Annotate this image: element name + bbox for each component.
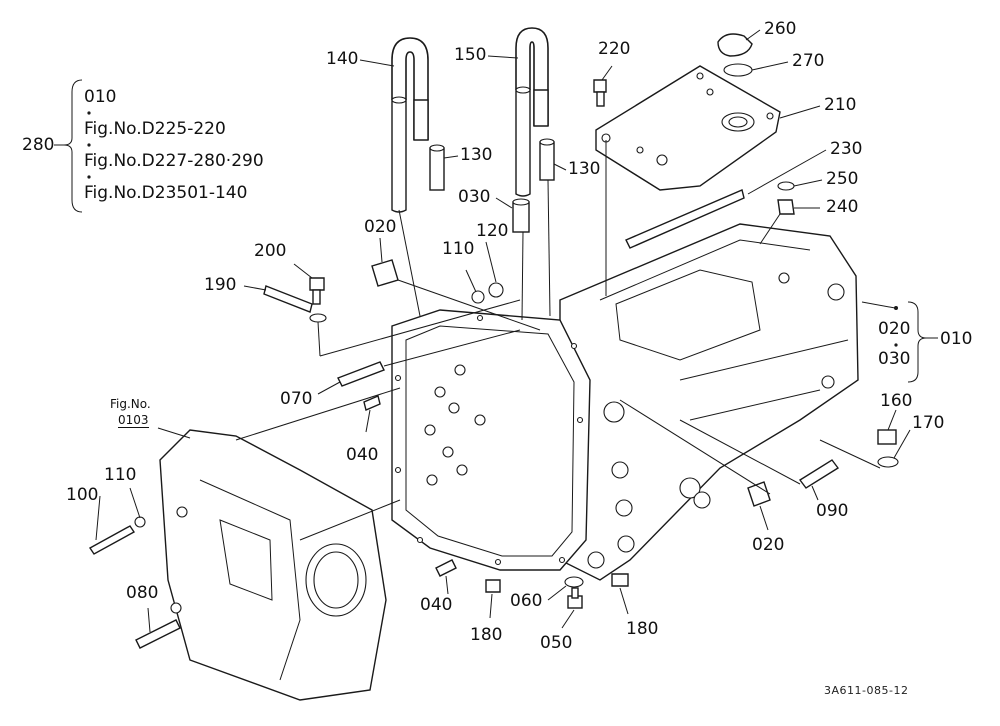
transmission-case [559,223,859,581]
callout-020-right: 020 [752,535,785,555]
bolt-080 [135,619,181,649]
callout-080: 080 [126,583,159,603]
hose-140 [391,37,429,213]
callout-230: 230 [830,139,863,159]
callout-090: 090 [816,501,849,521]
bolt-220 [593,79,607,107]
callout-070: 070 [280,389,313,409]
right-ref-020: 020 [878,319,911,339]
bolt-090 [798,459,840,489]
callout-130-left: 130 [460,145,493,165]
stud-070 [337,361,385,387]
plug-050 [567,587,583,609]
bolt-200 [309,277,325,305]
callout-190: 190 [204,275,237,295]
pipe-130-right [539,138,555,181]
plug-180-left [485,579,501,593]
callout-160: 160 [880,391,913,411]
collar-030 [512,198,530,233]
callout-140: 140 [326,49,359,69]
nut-120 [488,282,504,298]
reference-bracket [54,79,91,213]
plug-160 [877,429,897,445]
filler-cap-260 [717,33,753,57]
callout-180-left: 180 [470,625,503,645]
o-ring-270 [723,63,753,77]
right-group-number: 010 [940,329,973,349]
ref-item-d23501: Fig.No.D23501-140 [84,183,248,203]
pipe-130-left [429,144,445,191]
callout-260: 260 [764,19,797,39]
ref-item-d227: Fig.No.D227-280·290 [84,151,264,171]
plug-180-right [611,573,629,587]
ref-item-010: 010 [84,87,117,107]
fig-ref-line1: Fig.No. [110,397,151,411]
callout-100: 100 [66,485,99,505]
washer-060 [564,576,584,588]
right-reference-bracket [861,301,938,383]
leader-lines [95,29,911,633]
callout-040-upper: 040 [346,445,379,465]
bolt-100 [88,525,136,555]
washer-190 [309,313,327,323]
washer-110-top [471,290,485,304]
callout-020-top: 020 [364,217,397,237]
bell-housing-flange [391,309,591,571]
fig-ref-line2: 0103 [118,413,149,428]
washer-110-left [134,516,146,528]
washer-250 [777,181,795,191]
callout-130-right: 130 [568,159,601,179]
callout-060: 060 [510,591,543,611]
callout-110-left: 110 [104,465,137,485]
front-housing [159,429,387,701]
callout-250: 250 [826,169,859,189]
drawing-code: 3A611-085-12 [824,684,909,697]
callout-240: 240 [826,197,859,217]
callout-200: 200 [254,241,287,261]
callout-120: 120 [476,221,509,241]
callout-040-lower: 040 [420,595,453,615]
bolt-240 [777,199,795,215]
callout-210: 210 [824,95,857,115]
callout-050: 050 [540,633,573,653]
callout-270: 270 [792,51,825,71]
gasket-230 [625,189,745,249]
pin-040-lower [435,559,457,577]
callout-110-top: 110 [442,239,475,259]
collar-020-top [371,259,399,287]
ref-group-number: 280 [22,135,55,155]
hose-150 [515,27,549,197]
callout-170: 170 [912,413,945,433]
callout-180-right: 180 [626,619,659,639]
callout-220: 220 [598,39,631,59]
top-cover-210 [595,65,781,191]
callout-150: 150 [454,45,487,65]
callout-030: 030 [458,187,491,207]
collar-020-right [747,481,771,507]
plate-190 [263,285,313,313]
right-ref-030: 030 [878,349,911,369]
washer-170 [877,456,899,468]
ref-item-d225: Fig.No.D225-220 [84,119,226,139]
pin-040-upper [363,395,381,411]
